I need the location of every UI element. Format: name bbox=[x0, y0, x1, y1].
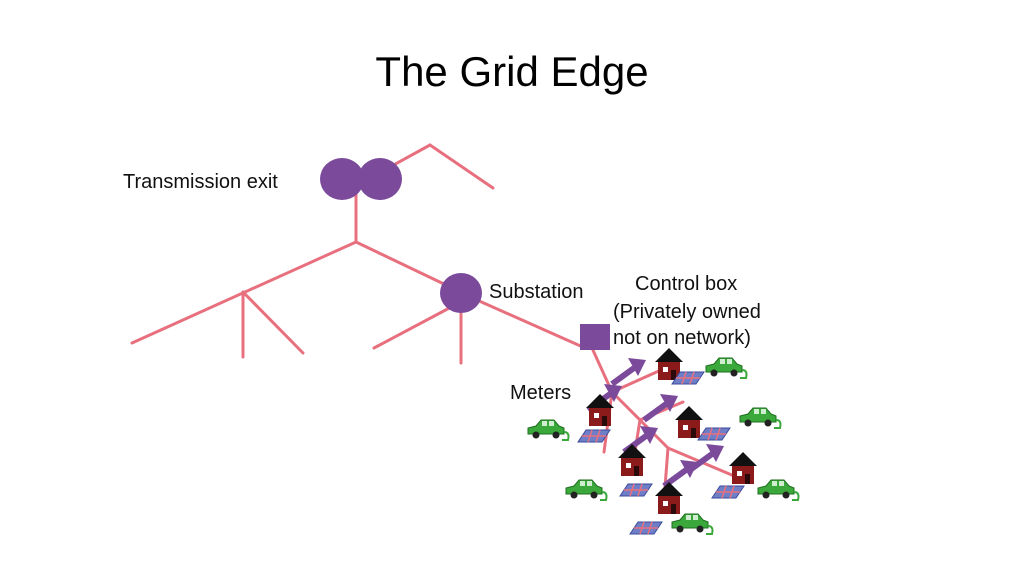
house-icon bbox=[729, 452, 757, 484]
solar-panel-icon bbox=[697, 427, 731, 441]
house-icon bbox=[675, 406, 703, 438]
solar-panel-icon bbox=[711, 485, 745, 499]
house-icon bbox=[655, 482, 683, 514]
transmission-exit-node bbox=[320, 158, 402, 200]
slide-title: The Grid Edge bbox=[375, 48, 649, 95]
car-icon bbox=[705, 357, 748, 379]
car-icon bbox=[739, 407, 782, 429]
car-icon bbox=[565, 479, 608, 501]
solar-panel-icon bbox=[629, 521, 663, 535]
transmission-exit-label: Transmission exit bbox=[123, 171, 278, 193]
substation-node bbox=[440, 273, 482, 313]
car-icon bbox=[757, 479, 800, 501]
house-icon bbox=[618, 444, 646, 476]
control-box-label-line3: not on network) bbox=[613, 327, 751, 349]
meters-label: Meters bbox=[510, 382, 571, 404]
solar-panel-icon bbox=[619, 483, 653, 497]
control-box bbox=[580, 324, 610, 350]
control-box-label-line1: Control box bbox=[635, 273, 737, 295]
control-box-label-line2: (Privately owned bbox=[613, 301, 761, 323]
car-icon bbox=[527, 419, 570, 441]
car-icon bbox=[671, 513, 714, 535]
substation-label: Substation bbox=[489, 281, 584, 303]
